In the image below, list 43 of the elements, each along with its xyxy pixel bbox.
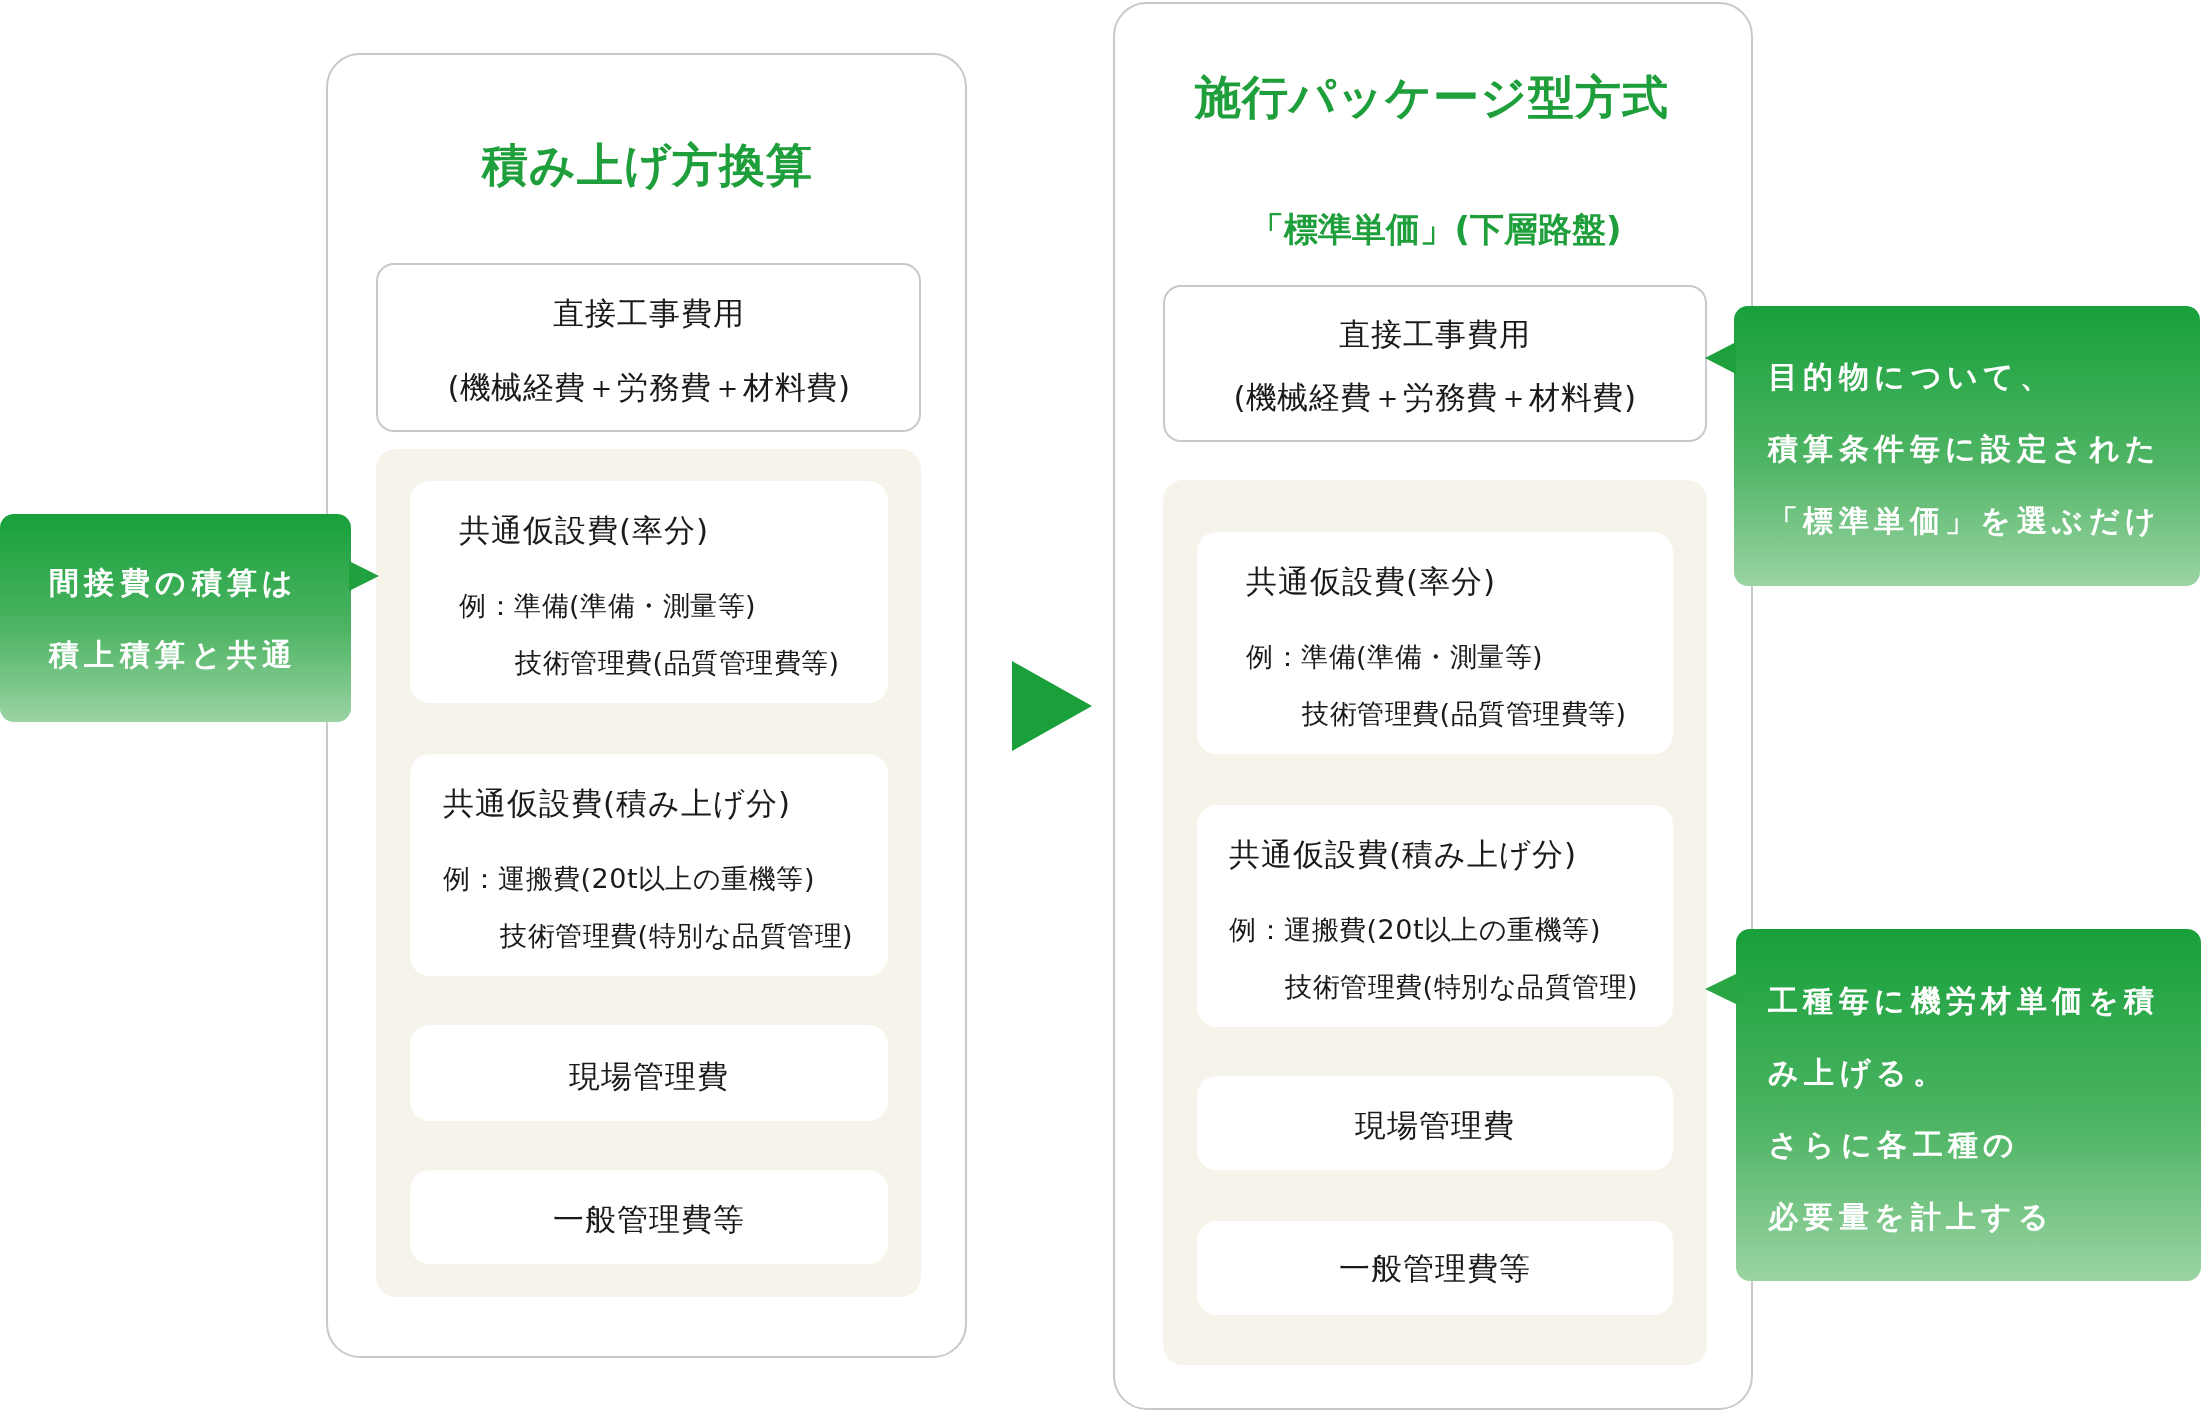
cost-heading: 直接工事費用 xyxy=(553,293,745,333)
cost-heading: 直接工事費用 xyxy=(1339,314,1531,354)
panel-subtitle: 「標準単価」(下層路盤) xyxy=(1250,207,1622,251)
callout-text: 「標準単価」を選ぶだけ xyxy=(1768,502,2162,540)
column-panel xyxy=(326,53,967,1358)
cost-box xyxy=(1163,285,1707,442)
callout-text: 目的物について、 xyxy=(1768,358,2056,396)
cost-box xyxy=(376,263,921,432)
item-title: 共通仮設費(積み上げ分) xyxy=(443,783,792,823)
item-title: 共通仮設費(率分) xyxy=(1246,561,1497,601)
callout-box xyxy=(1734,306,2200,586)
example-text: 技術管理費(特別な品質管理) xyxy=(500,919,854,954)
arrow xyxy=(1012,661,1092,751)
callout-box xyxy=(1736,929,2201,1281)
callout-text: さらに各工種の xyxy=(1768,1126,2020,1164)
item-title: 一般管理費等 xyxy=(1339,1248,1531,1288)
callout-text: 必要量を計上する xyxy=(1768,1198,2055,1236)
callout-tail xyxy=(1705,973,1738,1005)
panel-title: 施行パッケージ型方式 xyxy=(1195,69,1669,127)
callout-text: 積算条件毎に設定された xyxy=(1768,430,2162,468)
callout-box xyxy=(0,514,351,722)
shaded-panel xyxy=(376,449,921,1297)
example-text: 例：運搬費(20t以上の重機等) xyxy=(443,862,815,897)
example-text: 例：準備(準備・測量等) xyxy=(1246,640,1544,675)
panel-title: 積み上げ方換算 xyxy=(481,137,813,195)
example-text: 技術管理費(特別な品質管理) xyxy=(1285,970,1639,1005)
example-text: 例：運搬費(20t以上の重機等) xyxy=(1229,913,1601,948)
item-title: 一般管理費等 xyxy=(553,1199,745,1239)
callout-tail xyxy=(349,561,379,591)
item-title: 現場管理費 xyxy=(569,1056,729,1096)
callout-text: 工種毎に機労材単価を積み上げる。 xyxy=(1768,982,2161,1092)
callout-text: 間接費の積算は積上積算と共通 xyxy=(49,564,300,674)
cost-formula: (機械経費＋労務費＋材料費) xyxy=(447,367,851,407)
example-text: 技術管理費(品質管理費等) xyxy=(1302,697,1627,732)
item-title: 共通仮設費(率分) xyxy=(459,510,710,550)
example-text: 技術管理費(品質管理費等) xyxy=(515,646,840,681)
example-text: 例：準備(準備・測量等) xyxy=(459,589,757,624)
cost-formula: (機械経費＋労務費＋材料費) xyxy=(1233,377,1637,417)
callout-tail xyxy=(1705,342,1736,374)
item-title: 現場管理費 xyxy=(1355,1105,1515,1145)
shaded-panel xyxy=(1163,480,1707,1365)
column-panel xyxy=(1113,2,1753,1410)
item-title: 共通仮設費(積み上げ分) xyxy=(1229,834,1578,874)
